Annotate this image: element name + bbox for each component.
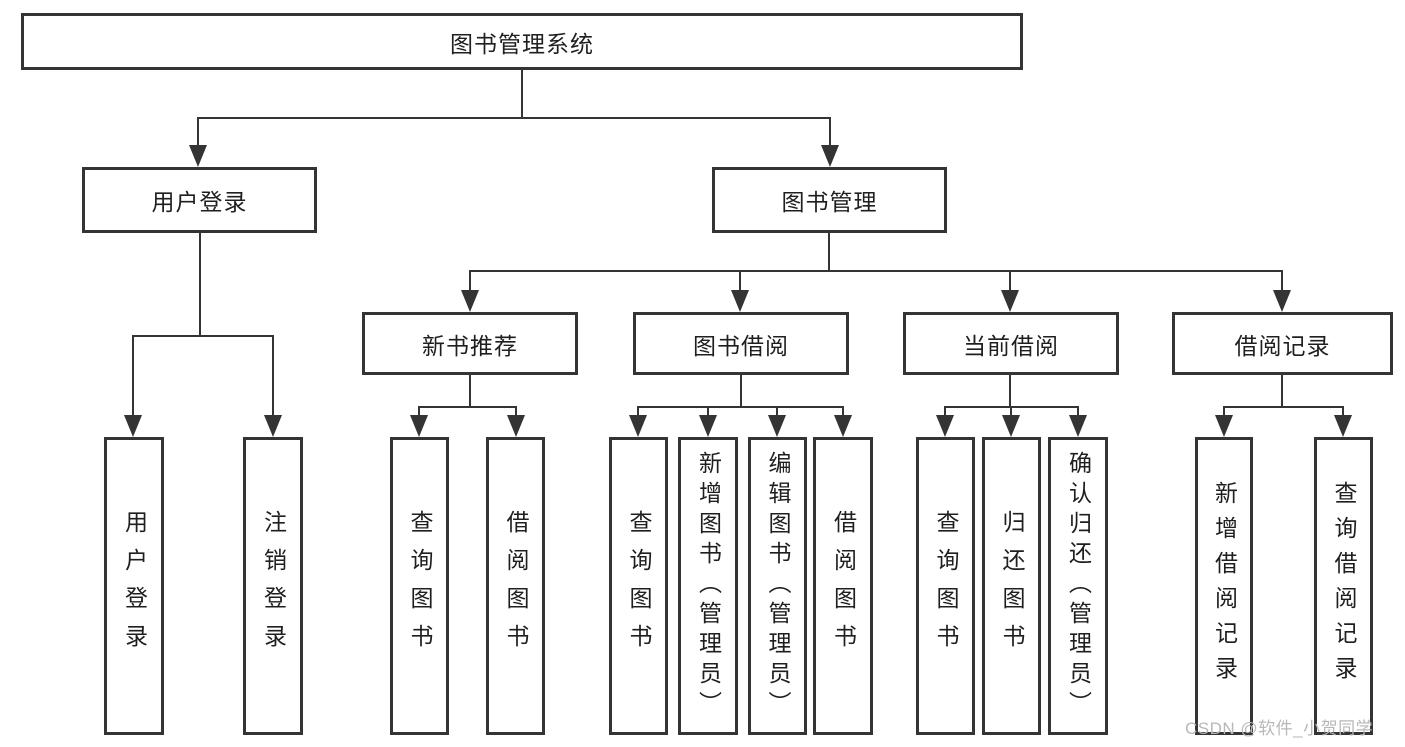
leaf-add-borrow-record: 新增借阅记录 (1195, 437, 1253, 735)
connector-stem-current-borrow (1009, 375, 1011, 407)
connector-drop-new-book (469, 270, 471, 298)
leaf-query-borrow-record: 查询借阅记录 (1314, 437, 1373, 735)
node-new-book-recommendation: 新书推荐 (362, 312, 578, 375)
leaf-borrow-books: 借阅图书 (813, 437, 873, 735)
arrow-down-icon (834, 415, 852, 437)
leaf-label: 注销登录 (260, 510, 287, 662)
connector-drop (944, 406, 946, 421)
node-book-management: 图书管理 (712, 167, 947, 233)
leaf-logout: 注销登录 (243, 437, 303, 735)
connector-book-management-stem (828, 233, 830, 271)
connector-drop (1223, 406, 1225, 421)
connector-user-login-bar (133, 335, 274, 337)
connector-drop-current-borrow (1009, 270, 1011, 298)
node-label: 图书管理系统 (450, 30, 594, 57)
connector-drop-book-borrow (739, 270, 741, 298)
arrow-down-icon (124, 415, 142, 437)
arrow-down-icon (1069, 415, 1087, 437)
connector-stem-new-book (469, 375, 471, 407)
connector-drop (1010, 406, 1012, 421)
connector-drop-leaf-logout (272, 335, 274, 425)
connector-drop (418, 406, 420, 421)
connector-drop (1077, 406, 1079, 421)
leaf-label: 查询图书 (933, 510, 959, 662)
arrow-down-icon (461, 290, 479, 312)
arrow-down-icon (768, 415, 786, 437)
connector-drop-leaf-user-login (132, 335, 134, 425)
leaf-label: 查询借阅记录 (1331, 481, 1357, 691)
leaf-label: 归还图书 (999, 510, 1025, 662)
arrow-down-icon (1334, 415, 1352, 437)
node-label: 借阅记录 (1234, 332, 1331, 359)
arrow-down-icon (1273, 290, 1291, 312)
leaf-label: 借阅图书 (503, 510, 529, 662)
leaf-return-books: 归还图书 (982, 437, 1041, 735)
arrow-down-icon (410, 415, 428, 437)
node-library-management-system: 图书管理系统 (21, 13, 1023, 70)
node-current-borrowing: 当前借阅 (903, 312, 1119, 375)
connector-drop (707, 406, 709, 421)
arrow-down-icon (629, 415, 647, 437)
connector-bar-new-book (419, 406, 517, 408)
arrow-down-icon (264, 415, 282, 437)
connector-bar-borrow-records (1224, 406, 1344, 408)
arrow-down-icon (189, 145, 207, 167)
connector-drop (1342, 406, 1344, 421)
leaf-label: 用户登录 (121, 510, 148, 662)
connector-stem-book-borrow (740, 375, 742, 407)
leaf-label: 新增图书（管理员） (695, 451, 722, 721)
connector-drop-user-login (197, 117, 199, 157)
connector-drop-borrow-records (1281, 270, 1283, 298)
connector-root-stem (521, 70, 523, 117)
leaf-label: 查询图书 (407, 510, 433, 662)
leaf-user-login: 用户登录 (104, 437, 164, 735)
arrow-down-icon (1215, 415, 1233, 437)
arrow-down-icon (936, 415, 954, 437)
leaf-label: 确认归还（管理员） (1065, 451, 1092, 721)
node-borrowing-records: 借阅记录 (1172, 312, 1393, 375)
node-label: 图书借阅 (693, 332, 789, 359)
connector-level2-bar (470, 270, 1282, 272)
connector-stem-borrow-records (1281, 375, 1283, 407)
arrow-down-icon (507, 415, 525, 437)
arrow-down-icon (1002, 415, 1020, 437)
connector-drop (842, 406, 844, 421)
arrow-down-icon (1001, 290, 1019, 312)
leaf-query-books-current: 查询图书 (916, 437, 975, 735)
leaf-label: 查询图书 (626, 510, 652, 662)
arrow-down-icon (731, 290, 749, 312)
connector-bar-book-borrow (638, 406, 844, 408)
arrow-down-icon (821, 145, 839, 167)
connector-drop (776, 406, 778, 421)
leaf-add-books-admin: 新增图书（管理员） (678, 437, 738, 735)
connector-drop (515, 406, 517, 421)
connector-user-login-stem (199, 233, 201, 336)
connector-level1-bar (198, 117, 831, 119)
leaf-label: 编辑图书（管理员） (765, 451, 791, 721)
node-book-borrowing: 图书借阅 (633, 312, 849, 375)
node-label: 用户登录 (151, 189, 248, 215)
node-user-login: 用户登录 (82, 167, 317, 233)
node-label: 图书管理 (781, 189, 878, 215)
leaf-borrow-books-recommend: 借阅图书 (486, 437, 545, 735)
leaf-query-books-recommend: 查询图书 (390, 437, 449, 735)
csdn-watermark: CSDN @软件_小贺同学 (1185, 719, 1374, 738)
connector-bar-current-borrow (945, 406, 1079, 408)
node-label: 当前借阅 (963, 332, 1059, 359)
leaf-query-books-borrow: 查询图书 (609, 437, 668, 735)
connector-drop-book-management (829, 117, 831, 157)
leaf-label: 借阅图书 (830, 510, 857, 662)
leaf-confirm-return-admin: 确认归还（管理员） (1048, 437, 1108, 735)
arrow-down-icon (699, 415, 717, 437)
connector-drop (637, 406, 639, 421)
node-label: 新书推荐 (422, 332, 518, 359)
leaf-edit-books-admin: 编辑图书（管理员） (748, 437, 807, 735)
leaf-label: 新增借阅记录 (1211, 481, 1238, 691)
